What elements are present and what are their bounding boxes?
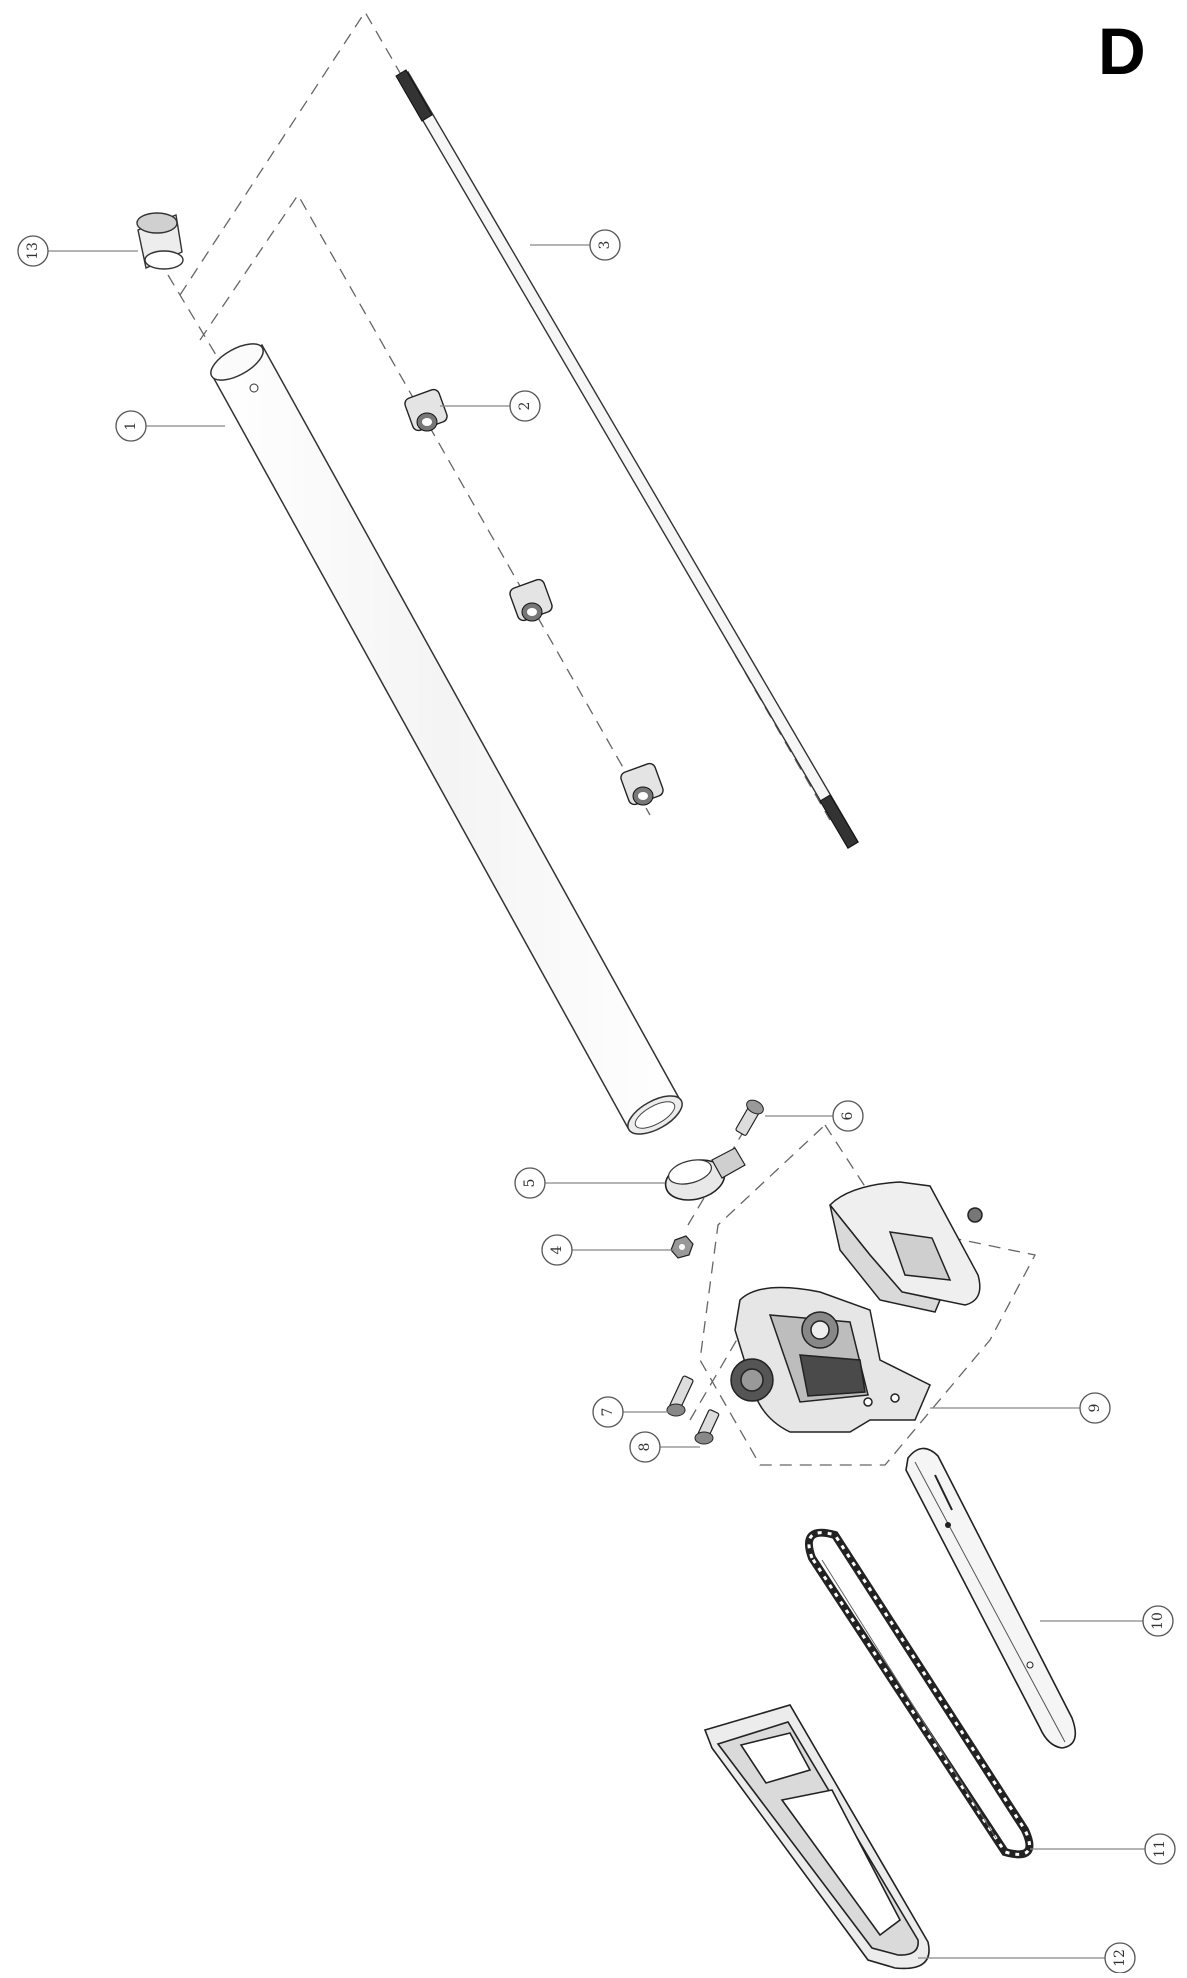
callout-circle-9 — [1079, 1392, 1111, 1424]
callout-circle-5 — [514, 1167, 546, 1199]
callout-4: 4 — [541, 1234, 675, 1266]
part-9-saw-head — [730, 1181, 983, 1433]
callout-circle-8 — [629, 1431, 661, 1463]
callout-number-4: 4 — [549, 1245, 565, 1254]
part-13-end-cap — [136, 212, 184, 270]
tube-hole — [249, 383, 259, 393]
part-10-guide-bar — [905, 1447, 1077, 1749]
callout-number-1: 1 — [123, 422, 139, 431]
callout-circle-10 — [1142, 1605, 1174, 1637]
part-5-clamp — [664, 1147, 746, 1201]
callout-9: 9 — [930, 1392, 1111, 1424]
part-1-main-tube — [210, 343, 683, 1135]
callout-number-12: 12 — [1112, 1949, 1128, 1967]
part-12-bar-cover — [703, 1704, 930, 1970]
part-2-bushing-c — [620, 762, 664, 806]
part-11-saw-chain — [804, 1528, 1034, 1859]
callout-circle-1 — [115, 410, 147, 442]
callout-11: 11 — [1030, 1833, 1176, 1865]
part-2-bushing-a — [404, 388, 448, 432]
callout-6: 6 — [765, 1100, 864, 1132]
callout-number-10: 10 — [1150, 1612, 1166, 1630]
callout-circle-2 — [509, 390, 541, 422]
callout-13: 13 — [17, 235, 138, 267]
callout-7: 7 — [592, 1396, 672, 1428]
callout-12: 12 — [918, 1942, 1136, 1974]
sheet-letter: D — [1098, 14, 1146, 88]
callout-8: 8 — [629, 1431, 700, 1463]
callout-3: 3 — [530, 229, 621, 261]
callout-number-5: 5 — [522, 1179, 538, 1188]
rod-thread-top — [395, 69, 433, 122]
callout-number-3: 3 — [597, 241, 613, 250]
callout-circle-11 — [1144, 1833, 1176, 1865]
callout-number-11: 11 — [1152, 1840, 1168, 1858]
part-4-nut — [670, 1235, 694, 1259]
guide-screw — [689, 1299, 761, 1421]
callout-circle-13 — [17, 235, 49, 267]
callout-number-13: 13 — [25, 242, 41, 260]
part-2-bushing-b — [509, 578, 553, 622]
callout-10: 10 — [1040, 1605, 1174, 1637]
callout-number-9: 9 — [1087, 1404, 1103, 1413]
callout-number-2: 2 — [517, 402, 533, 411]
part-7-screw — [666, 1375, 694, 1417]
part-6-screw — [735, 1099, 764, 1136]
callout-circle-4 — [541, 1234, 573, 1266]
callout-layer: 13 3 2 1 6 5 4 7 8 9 10 11 12 — [17, 229, 1176, 1974]
part-8-screw — [694, 1409, 720, 1445]
callout-1: 1 — [115, 410, 225, 442]
callout-5: 5 — [514, 1167, 665, 1199]
callout-2: 2 — [440, 390, 541, 422]
callout-number-6: 6 — [840, 1111, 856, 1120]
callout-number-8: 8 — [637, 1443, 653, 1452]
callout-circle-6 — [832, 1100, 864, 1132]
rod-thread-bottom — [819, 794, 859, 849]
callout-circle-3 — [589, 229, 621, 261]
callout-circle-7 — [592, 1396, 624, 1428]
guide-cap — [167, 274, 223, 366]
part-3-drive-rod — [395, 69, 859, 849]
callout-number-7: 7 — [600, 1408, 616, 1417]
